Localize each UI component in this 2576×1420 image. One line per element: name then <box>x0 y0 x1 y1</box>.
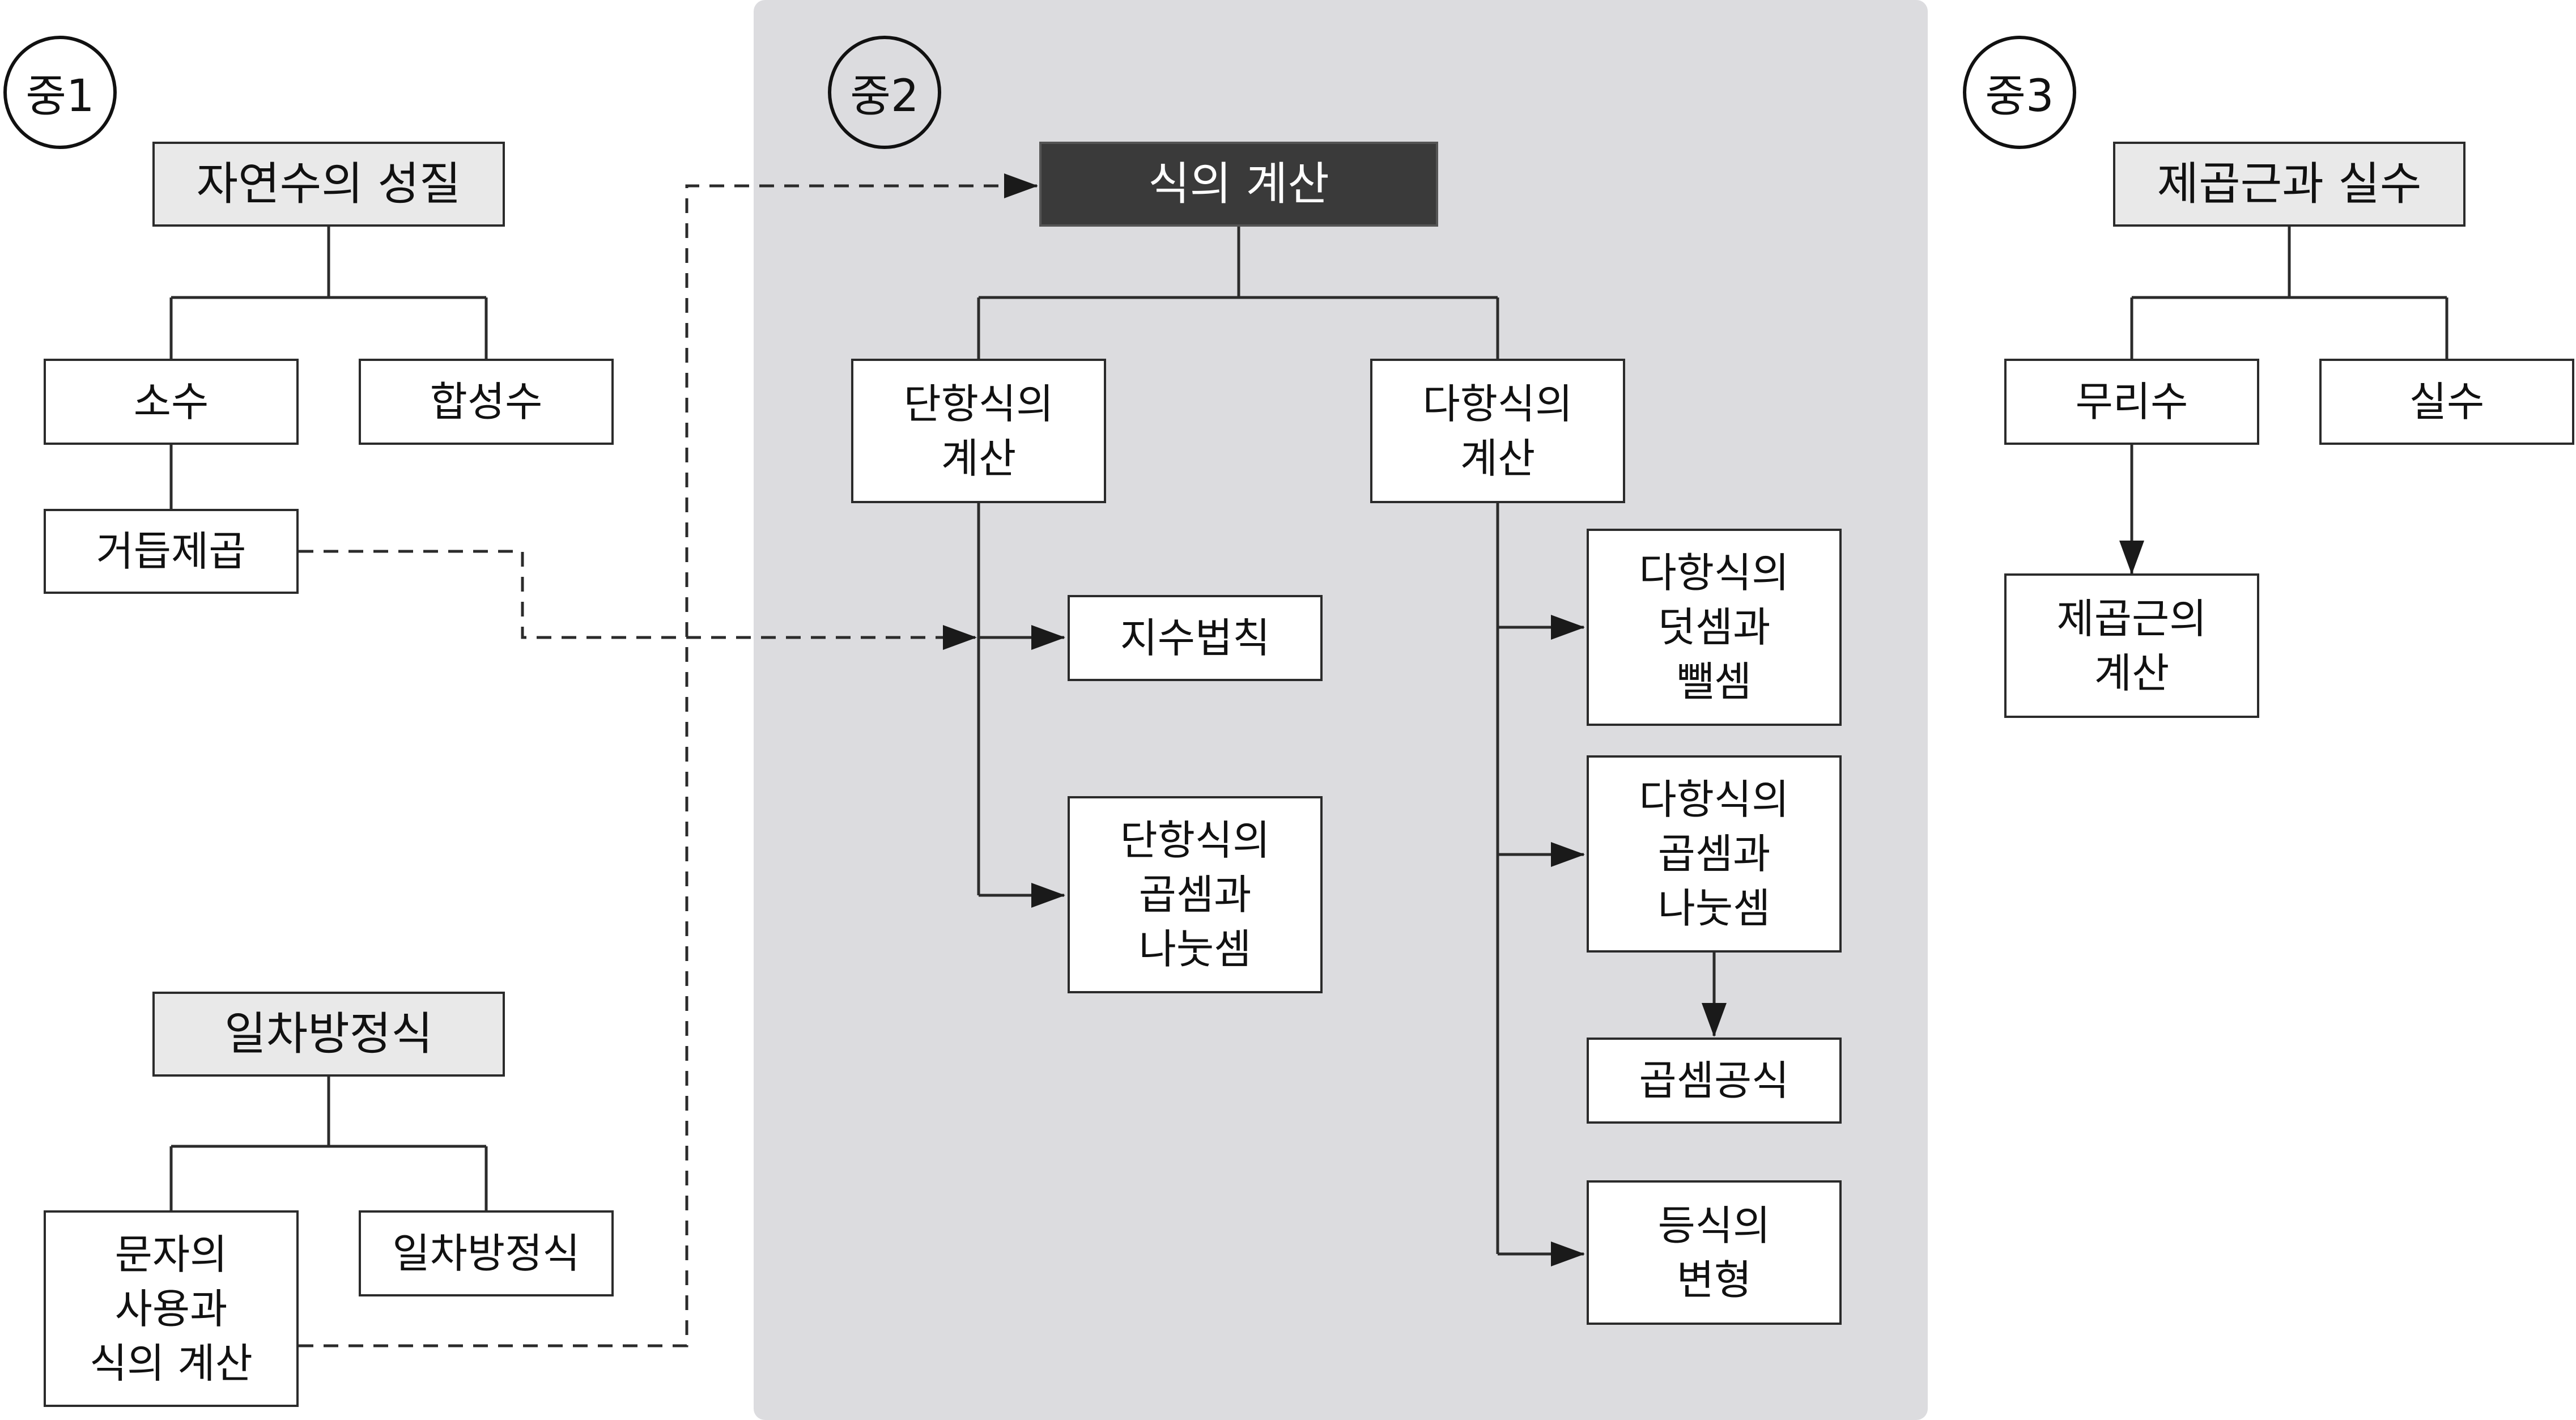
node-multiplication-formula: 곱셈공식 <box>1587 1038 1842 1124</box>
node-exponent-laws: 지수법칙 <box>1068 595 1323 681</box>
section-label-grade1: 중1 <box>3 36 117 149</box>
node-equation-transformation: 등식의 변형 <box>1587 1180 1842 1325</box>
tree-line-sqrt <box>2130 227 2449 359</box>
node-polynomial-mul-div: 다항식의 곱셈과 나눗셈 <box>1587 755 1842 953</box>
node-monomial-mul-div: 단항식의 곱셈과 나눗셈 <box>1068 796 1323 993</box>
node-power: 거듭제곱 <box>44 509 299 594</box>
node-prime: 소수 <box>44 359 299 445</box>
dashed-arrow-letters-to-expr <box>299 173 1038 1347</box>
node-polynomial-calculation: 다항식의 계산 <box>1370 359 1625 503</box>
node-natural-number-properties: 자연수의 성질 <box>152 142 505 227</box>
dashed-arrow-power-to-exponent <box>299 550 977 650</box>
node-letters-and-expressions: 문자의 사용과 식의 계산 <box>44 1210 299 1407</box>
node-polynomial-add-sub: 다항식의 덧셈과 뺄셈 <box>1587 529 1842 726</box>
tree-line-expr <box>977 227 1499 359</box>
node-linear-equation: 일차방정식 <box>359 1210 614 1296</box>
node-monomial-calculation: 단항식의 계산 <box>851 359 1106 503</box>
node-expression-calculation: 식의 계산 <box>1039 142 1438 227</box>
node-composite: 합성수 <box>359 359 614 445</box>
node-linear-equation-head: 일차방정식 <box>152 992 505 1077</box>
node-square-root-and-real: 제곱근과 실수 <box>2113 142 2466 227</box>
node-real: 실수 <box>2319 359 2574 445</box>
node-square-root-calculation: 제곱근의 계산 <box>2004 573 2259 718</box>
tree-line-natural <box>169 227 488 359</box>
tree-line-lineareq <box>169 1077 488 1210</box>
section-label-grade3: 중3 <box>1963 36 2076 149</box>
section-label-grade2: 중2 <box>828 36 941 149</box>
node-irrational: 무리수 <box>2004 359 2259 445</box>
